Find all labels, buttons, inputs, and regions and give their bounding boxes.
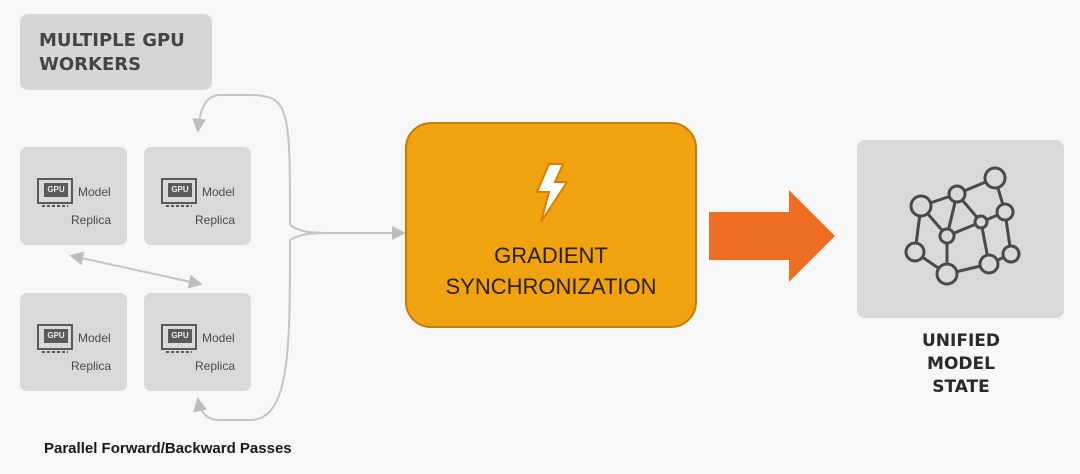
- gradient-sync-box: GRADIENT SYNCHRONIZATION: [405, 122, 697, 328]
- unified-model-box: [857, 140, 1064, 318]
- gpu-card-icon: [37, 178, 73, 207]
- worker-card: GPU Model Replica: [144, 293, 251, 391]
- worker-card: GPU Model Replica: [20, 147, 127, 245]
- lightning-bolt-icon: [535, 163, 569, 223]
- gpu-card-icon: [161, 324, 197, 353]
- gpu-card-icon: [161, 178, 197, 207]
- merge-connector: [289, 224, 406, 240]
- gpu-chip-label: GPU: [168, 183, 192, 197]
- gpu-chip-label: GPU: [168, 329, 192, 343]
- worker-label-line2: Replica: [71, 213, 112, 227]
- worker-label-line2: Replica: [71, 359, 112, 373]
- gpu-card-icon: [37, 324, 73, 353]
- worker-card: GPU Model Replica: [144, 147, 251, 245]
- worker-label-line1: Model: [78, 331, 111, 345]
- top-loop-connector: [192, 94, 291, 226]
- unified-model-label: UNIFIED MODEL STATE: [921, 331, 1001, 397]
- worker-label-line1: Model: [78, 185, 111, 199]
- worker-label-line1: Model: [202, 331, 235, 345]
- worker-card: GPU Model Replica: [20, 293, 127, 391]
- workers-title: MULTIPLE GPU WORKERS: [39, 30, 185, 75]
- workers-title-box: MULTIPLE GPU WORKERS: [20, 14, 212, 90]
- peer-exchange-connector: [69, 251, 203, 289]
- worker-label-line2: Replica: [195, 359, 236, 373]
- caption: Parallel Forward/Backward Passes: [44, 440, 292, 457]
- network-graph-icon: [904, 166, 1021, 286]
- bottom-loop-connector: [193, 239, 291, 421]
- worker-label-line1: Model: [202, 185, 235, 199]
- output-arrow: [709, 190, 835, 282]
- gpu-chip-label: GPU: [44, 183, 68, 197]
- worker-label-line2: Replica: [195, 213, 236, 227]
- gradient-sync-label: GRADIENT SYNCHRONIZATION: [445, 243, 657, 299]
- gpu-chip-label: GPU: [44, 329, 68, 343]
